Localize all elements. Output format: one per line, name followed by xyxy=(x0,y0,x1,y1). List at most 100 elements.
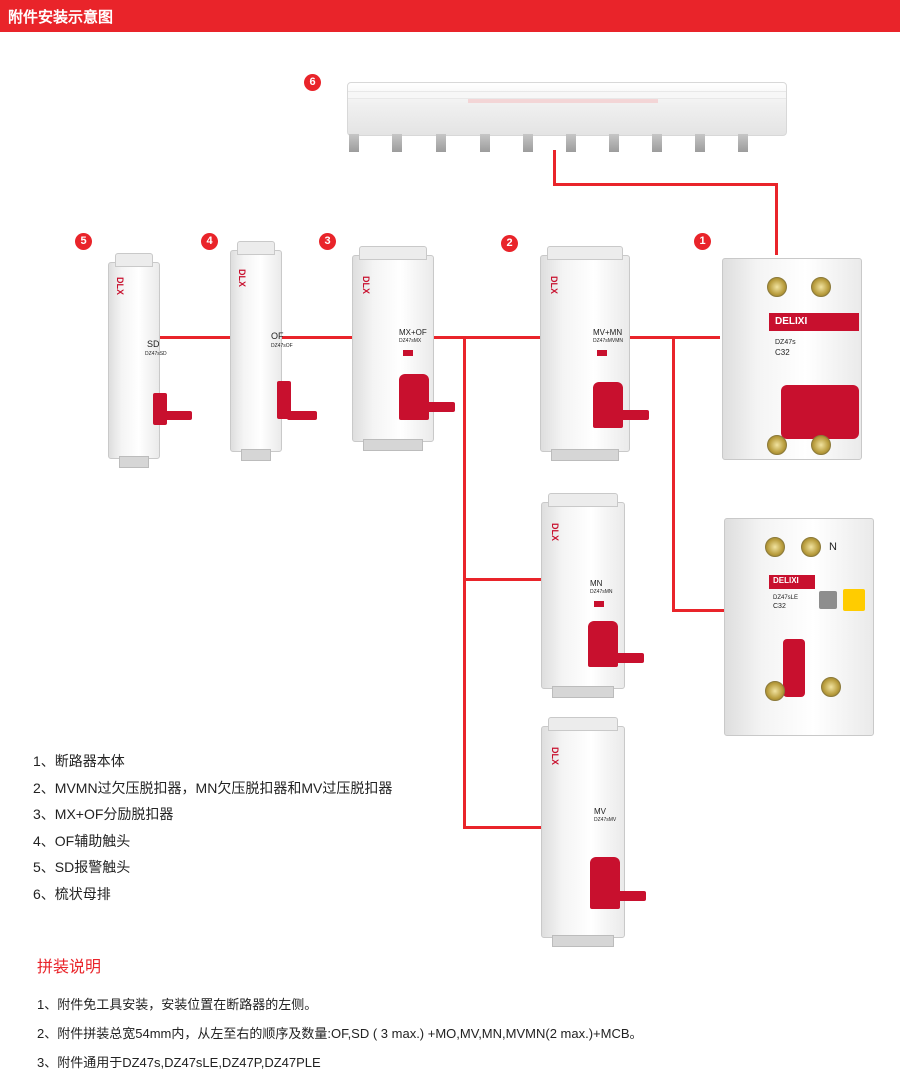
of-contact-module: DLX OF DZ47sOF xyxy=(230,241,317,461)
test-button-icon xyxy=(819,591,837,609)
indicator-window xyxy=(403,350,413,356)
sd-code: SD xyxy=(147,339,160,349)
title-bar: 附件安装示意图 xyxy=(0,0,900,30)
indicator-window xyxy=(597,350,607,356)
badge-5: 5 xyxy=(75,233,92,250)
reset-indicator-icon xyxy=(843,589,865,611)
module-logo: DLX xyxy=(550,747,560,765)
mn-release-module: DLX MN DZ47sMN xyxy=(541,493,644,698)
connector-line xyxy=(553,183,778,186)
module-foot xyxy=(552,935,614,947)
mvmn-code: MV+MN xyxy=(593,328,623,337)
terminal-screw xyxy=(765,681,785,701)
busbar-tooth xyxy=(738,134,748,152)
assembly-heading: 拼装说明 xyxy=(37,959,102,976)
list-item: 2、附件拼装总宽54mm内，从左至右的顺序及数量:OF,SD ( 3 max.)… xyxy=(37,1026,643,1041)
badge-6: 6 xyxy=(304,74,321,91)
busbar-tooth xyxy=(523,134,533,152)
busbar-tooth xyxy=(436,134,446,152)
rcbo-rating: C32 xyxy=(773,603,786,610)
module-logo: DLX xyxy=(115,277,125,295)
module-foot xyxy=(552,686,614,698)
mvmn-handle-tip xyxy=(613,410,649,420)
of-handle xyxy=(277,381,291,419)
mn-handle-tip xyxy=(608,653,644,663)
list-item: 1、附件免工具安装，安装位置在断路器的左侧。 xyxy=(37,997,318,1012)
mxof-handle-tip xyxy=(419,402,455,412)
module-cap xyxy=(115,253,153,267)
module-foot xyxy=(241,449,271,461)
of-model: DZ47sOF xyxy=(271,343,293,349)
module-logo: DLX xyxy=(550,523,560,541)
busbar-tooth xyxy=(609,134,619,152)
sd-contact-module: DLX SD DZ47sSD xyxy=(108,253,192,468)
mxof-handle xyxy=(399,374,429,420)
of-handle-tip xyxy=(287,411,317,420)
connector-line xyxy=(672,609,724,612)
mv-model: DZ47sMV xyxy=(594,817,617,823)
mxof-model: DZ47sMX xyxy=(399,338,422,344)
terminal-screw xyxy=(765,537,785,557)
busbar-tooth xyxy=(349,134,359,152)
badge-4: 4 xyxy=(201,233,218,250)
module-cap xyxy=(237,241,275,255)
mx-of-release-module: DLX MX+OF DZ47sMX xyxy=(352,246,455,451)
module-logo: DLX xyxy=(237,269,247,287)
mvmn-model: DZ47sMVMN xyxy=(593,338,624,344)
mvmn-handle xyxy=(593,382,623,428)
list-item: 5、SD报警触头 xyxy=(33,859,131,875)
badge-1: 1 xyxy=(694,233,711,250)
mn-code: MN xyxy=(590,579,603,588)
mn-model: DZ47sMN xyxy=(590,589,613,595)
terminal-screw xyxy=(811,435,831,455)
module-cap xyxy=(359,246,427,260)
mcb-rating: C32 xyxy=(775,348,790,357)
mcb-handle xyxy=(781,385,859,439)
parts-list: 1、断路器本体 2、MVMN过欠压脱扣器，MN欠压脱扣器和MV过压脱扣器 3、M… xyxy=(33,748,392,907)
title-underline xyxy=(0,30,900,32)
mv-handle xyxy=(590,857,620,909)
mcb-breaker: DELIXI DZ47s C32 xyxy=(722,258,862,460)
terminal-screw xyxy=(767,277,787,297)
module-foot xyxy=(363,439,423,451)
sd-handle-tip xyxy=(164,411,192,420)
connector-line xyxy=(553,150,556,186)
rcbo-model: DZ47sLE xyxy=(773,595,799,601)
rcbo-breaker: N DELIXI DZ47sLE C32 xyxy=(724,518,874,736)
connector-line xyxy=(775,183,778,255)
badge-2: 2 xyxy=(501,235,518,252)
mv-handle-tip xyxy=(610,891,646,901)
busbar-print xyxy=(468,99,658,103)
list-item: 6、梳状母排 xyxy=(33,885,111,902)
brand-band xyxy=(769,313,859,331)
sd-handle xyxy=(153,393,167,425)
mcb-model: DZ47s xyxy=(775,339,796,346)
terminal-screw xyxy=(811,277,831,297)
connector-line xyxy=(463,578,543,581)
terminal-screw xyxy=(821,677,841,697)
busbar-tooth xyxy=(480,134,490,152)
busbar-tooth xyxy=(695,134,705,152)
connector-line xyxy=(463,826,543,829)
mcb-brand: DELIXI xyxy=(775,316,808,327)
list-item: 1、断路器本体 xyxy=(33,753,125,769)
module-cap xyxy=(548,493,618,507)
mv-release-module: DLX MV DZ47sMV xyxy=(541,717,646,947)
sd-model: DZ47sSD xyxy=(145,351,167,357)
comb-busbar xyxy=(347,82,787,136)
terminal-screw xyxy=(801,537,821,557)
module-logo: DLX xyxy=(361,276,371,294)
connector-line xyxy=(463,336,466,828)
of-code: OF xyxy=(271,331,284,341)
brand-band xyxy=(769,575,815,589)
busbar-tooth xyxy=(392,134,402,152)
list-item: 3、附件通用于DZ47s,DZ47sLE,DZ47P,DZ47PLE xyxy=(37,1055,321,1070)
module-foot xyxy=(551,449,619,461)
rcbo-handle xyxy=(783,639,805,697)
module-foot xyxy=(119,456,149,468)
module-cap xyxy=(548,717,618,731)
module-logo: DLX xyxy=(549,276,559,294)
list-item: 3、MX+OF分励脱扣器 xyxy=(33,806,174,822)
terminal-screw xyxy=(767,435,787,455)
badge-3: 3 xyxy=(319,233,336,250)
